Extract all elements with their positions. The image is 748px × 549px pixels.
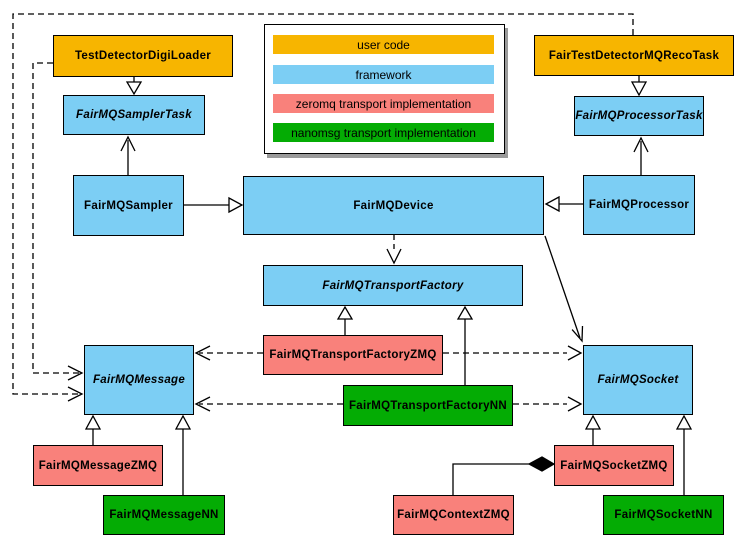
edge-device-transportfactory-dashed [386,235,402,265]
legend-item-user-code: user code [273,35,494,54]
node-fairmq-device: FairMQDevice [243,176,544,235]
edge-factorynn-factory-inheritance [456,305,474,385]
edge-digiloader-to-message-dashed [32,62,84,381]
edge-digiloader-samplertask-inheritance [125,77,143,96]
legend-item-zeromq: zeromq transport implementation [273,94,494,113]
legend-item-nanomsg: nanomsg transport implementation [273,123,494,142]
edge-factorynn-message-dashed [194,396,343,412]
node-test-detector-digi-loader: TestDetectorDigiLoader [53,35,233,77]
node-fair-test-detector-mq-reco-task: FairTestDetectorMQRecoTask [534,35,734,76]
edge-recotask-processortask-inheritance [630,76,648,97]
node-fairmq-sampler: FairMQSampler [73,175,184,236]
node-fairmq-context-zmq: FairMQContextZMQ [393,495,514,535]
edge-messagezmq-message-inheritance [84,414,102,445]
edge-recotask-to-message-dashed [12,13,634,402]
node-fairmq-transport-factory-zmq: FairMQTransportFactoryZMQ [263,335,443,375]
edge-socketzmq-socket-inheritance [584,414,602,445]
node-fairmq-sampler-task: FairMQSamplerTask [63,95,205,135]
edge-sampler-device-inheritance [184,196,244,214]
node-fairmq-transport-factory: FairMQTransportFactory [263,265,523,306]
node-fairmq-processor-task: FairMQProcessorTask [574,96,704,136]
node-fairmq-message-zmq: FairMQMessageZMQ [33,445,163,486]
edge-sampler-samplertask-arrow [120,135,136,175]
edge-socketzmq-contextzmq-composition [452,456,556,495]
node-fairmq-message-nn: FairMQMessageNN [103,495,225,535]
edge-socketnn-socket-inheritance [675,414,693,495]
node-fairmq-socket-zmq: FairMQSocketZMQ [554,445,674,486]
node-fairmq-processor: FairMQProcessor [583,175,695,235]
edge-factoryzmq-factory-inheritance [336,305,354,335]
node-fairmq-message: FairMQMessage [84,345,194,415]
edge-processor-processortask-arrow [633,136,649,175]
edge-factoryzmq-socket-dashed [443,345,583,361]
node-fairmq-transport-factory-nn: FairMQTransportFactoryNN [343,385,513,426]
edge-factoryzmq-message-dashed [194,345,263,361]
node-fairmq-socket-nn: FairMQSocketNN [603,495,724,535]
edge-factorynn-socket-dashed [513,396,583,412]
node-fairmq-socket: FairMQSocket [583,345,693,415]
edge-device-socket-arrow [544,235,584,343]
edge-processor-device-inheritance [544,195,583,213]
edge-messagenn-message-inheritance [174,414,192,495]
legend: user code framework zeromq transport imp… [264,24,505,154]
legend-item-framework: framework [273,65,494,84]
